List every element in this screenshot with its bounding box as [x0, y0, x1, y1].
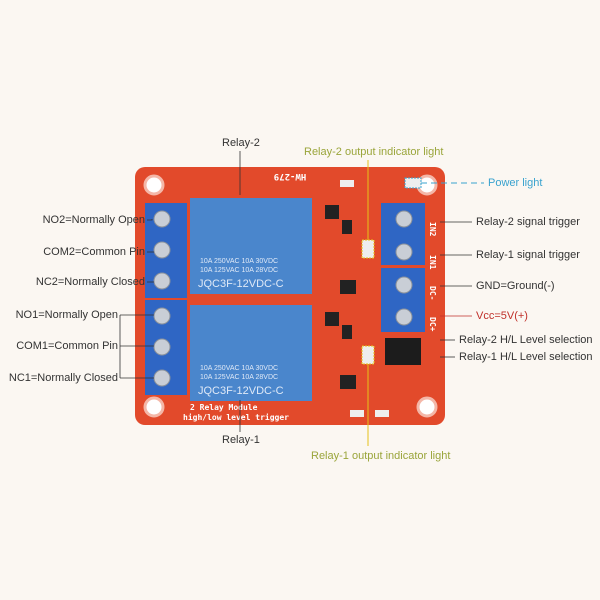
power-led — [404, 177, 422, 189]
power-light-label: Power light — [488, 177, 543, 189]
leader-lines — [119, 151, 472, 432]
pin-label: IN2 — [428, 222, 437, 237]
left-terminal-blocks — [145, 203, 187, 395]
com2-label: COM2=Common Pin — [43, 246, 145, 258]
pin-label: DC- — [428, 286, 437, 300]
board-subtitle: high/low level trigger — [183, 412, 289, 422]
level-jumper — [385, 338, 421, 365]
board-title: 2 Relay Module — [190, 403, 258, 412]
relay-2-model: JQC3F-12VDC-C — [198, 278, 284, 290]
right-terminal-blocks: IN2 IN1 DC- DC+ — [381, 203, 437, 332]
smd-components — [325, 180, 389, 417]
relay-1-body: 10A 250VAC 10A 30VDC 10A 125VAC 10A 28VD… — [190, 305, 312, 401]
gnd-label: GND=Ground(-) — [476, 280, 555, 292]
hl2-label: Relay-2 H/L Level selection — [459, 334, 593, 346]
no2-label: NO2=Normally Open — [42, 214, 145, 226]
com1-label: COM1=Common Pin — [16, 340, 118, 352]
relay-2-indicator-led — [361, 239, 375, 259]
relay-2-rating: 10A 125VAC 10A 28VDC — [200, 267, 278, 274]
relay-2-label: Relay-2 — [222, 137, 260, 149]
hl1-label: Relay-1 H/L Level selection — [459, 351, 593, 363]
relay-1-label: Relay-1 — [222, 434, 260, 446]
relay-1-rating: 10A 250VAC 10A 30VDC — [200, 365, 278, 372]
relay-1-indicator-led — [361, 345, 375, 365]
relay-2-rating: 10A 250VAC 10A 30VDC — [200, 258, 278, 265]
no1-label: NO1=Normally Open — [15, 309, 118, 321]
vcc-label: Vcc=5V(+) — [476, 310, 528, 322]
pin-label: IN1 — [428, 255, 437, 270]
relay-2-body: 10A 250VAC 10A 30VDC 10A 125VAC 10A 28VD… — [190, 198, 312, 294]
board-model-text: HW-279 — [274, 171, 307, 181]
mounting-holes — [143, 174, 438, 418]
relay-1-rating: 10A 125VAC 10A 28VDC — [200, 374, 278, 381]
in2-label: Relay-2 signal trigger — [476, 216, 580, 228]
nc2-label: NC2=Normally Closed — [35, 276, 145, 288]
relay-1-model: JQC3F-12VDC-C — [198, 385, 284, 397]
relay-1-indicator-label: Relay-1 output indicator light — [311, 450, 451, 462]
nc1-label: NC1=Normally Closed — [8, 372, 118, 384]
in1-label: Relay-1 signal trigger — [476, 249, 580, 261]
relay-2-indicator-label: Relay-2 output indicator light — [304, 146, 444, 158]
pin-label: DC+ — [428, 317, 437, 332]
